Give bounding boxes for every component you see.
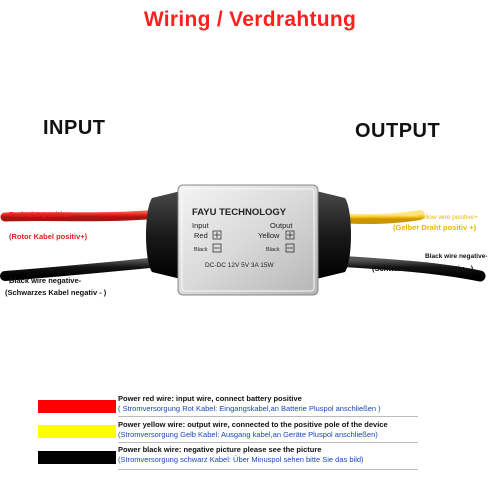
input-label: INPUT [43, 117, 106, 139]
legend-red-title: Power red wire: input wire, connect batt… [118, 394, 302, 403]
legend-black-title: Power black wire: negative picture pleas… [118, 445, 322, 454]
device-spec: DC-DC 12V 5V 3A 15W [205, 262, 275, 269]
legend-divider [118, 469, 418, 470]
device-input-heading: Input [192, 221, 210, 230]
converter-diagram: FAYU TECHNOLOGY Input Output Red Yellow … [0, 184, 486, 296]
device-output-heading: Output [270, 221, 293, 230]
device-black-left-label: Black [194, 247, 208, 253]
legend-black-swatch [38, 451, 116, 464]
legend-red-text: Power red wire: input wire, connect batt… [118, 394, 381, 414]
yellow-wire-note: Yellow wire positive+ [418, 214, 478, 221]
black-output-note: Black wire negative- [425, 253, 488, 260]
page-title: Wiring / Verdrahtung [143, 8, 357, 31]
legend-black-text: Power black wire: negative picture pleas… [118, 445, 364, 465]
device-yellow-label: Yellow [258, 231, 280, 240]
legend-black-sub: (Stromversorgung schwarz Kabel: Über Min… [118, 455, 364, 464]
black-output-note-de: (Schwarzes Kabel negativ - ) [372, 264, 474, 273]
device-brand: FAYU TECHNOLOGY [192, 207, 287, 218]
device-red-label: Red [194, 231, 208, 240]
black-input-note: Black wire negative- [9, 276, 82, 285]
legend-divider [118, 416, 418, 417]
output-label: OUTPUT [355, 120, 441, 142]
converter-housing [177, 184, 319, 296]
left-sleeve [146, 190, 185, 280]
right-sleeve [312, 190, 351, 280]
red-wire-note-de: (Rotor Kabel positiv+) [9, 232, 88, 241]
legend-yellow-title: Power yellow wire: output wire, connecte… [118, 420, 388, 429]
output-minus-icon [285, 243, 295, 253]
legend-red-sub: ( Stromversorgung Rot Kabel: Eingangskab… [118, 404, 381, 413]
legend-yellow-swatch [38, 425, 116, 438]
legend-yellow-sub: (Stromversorgung Gelb Kabel: Ausgang kab… [118, 430, 378, 439]
device-black-right-label: Black [266, 247, 280, 253]
legend-yellow-text: Power yellow wire: output wire, connecte… [118, 420, 388, 440]
input-plus-icon [212, 230, 222, 240]
black-input-note-de: (Schwarzes Kabel negativ - ) [5, 288, 107, 297]
legend-divider [118, 442, 418, 443]
red-wire-note: Red wire positive + [9, 210, 78, 219]
output-plus-icon [285, 230, 295, 240]
yellow-wire-note-de: (Gelber Draht positiv +) [393, 223, 477, 232]
input-minus-icon [212, 243, 222, 253]
legend-red-swatch [38, 400, 116, 413]
